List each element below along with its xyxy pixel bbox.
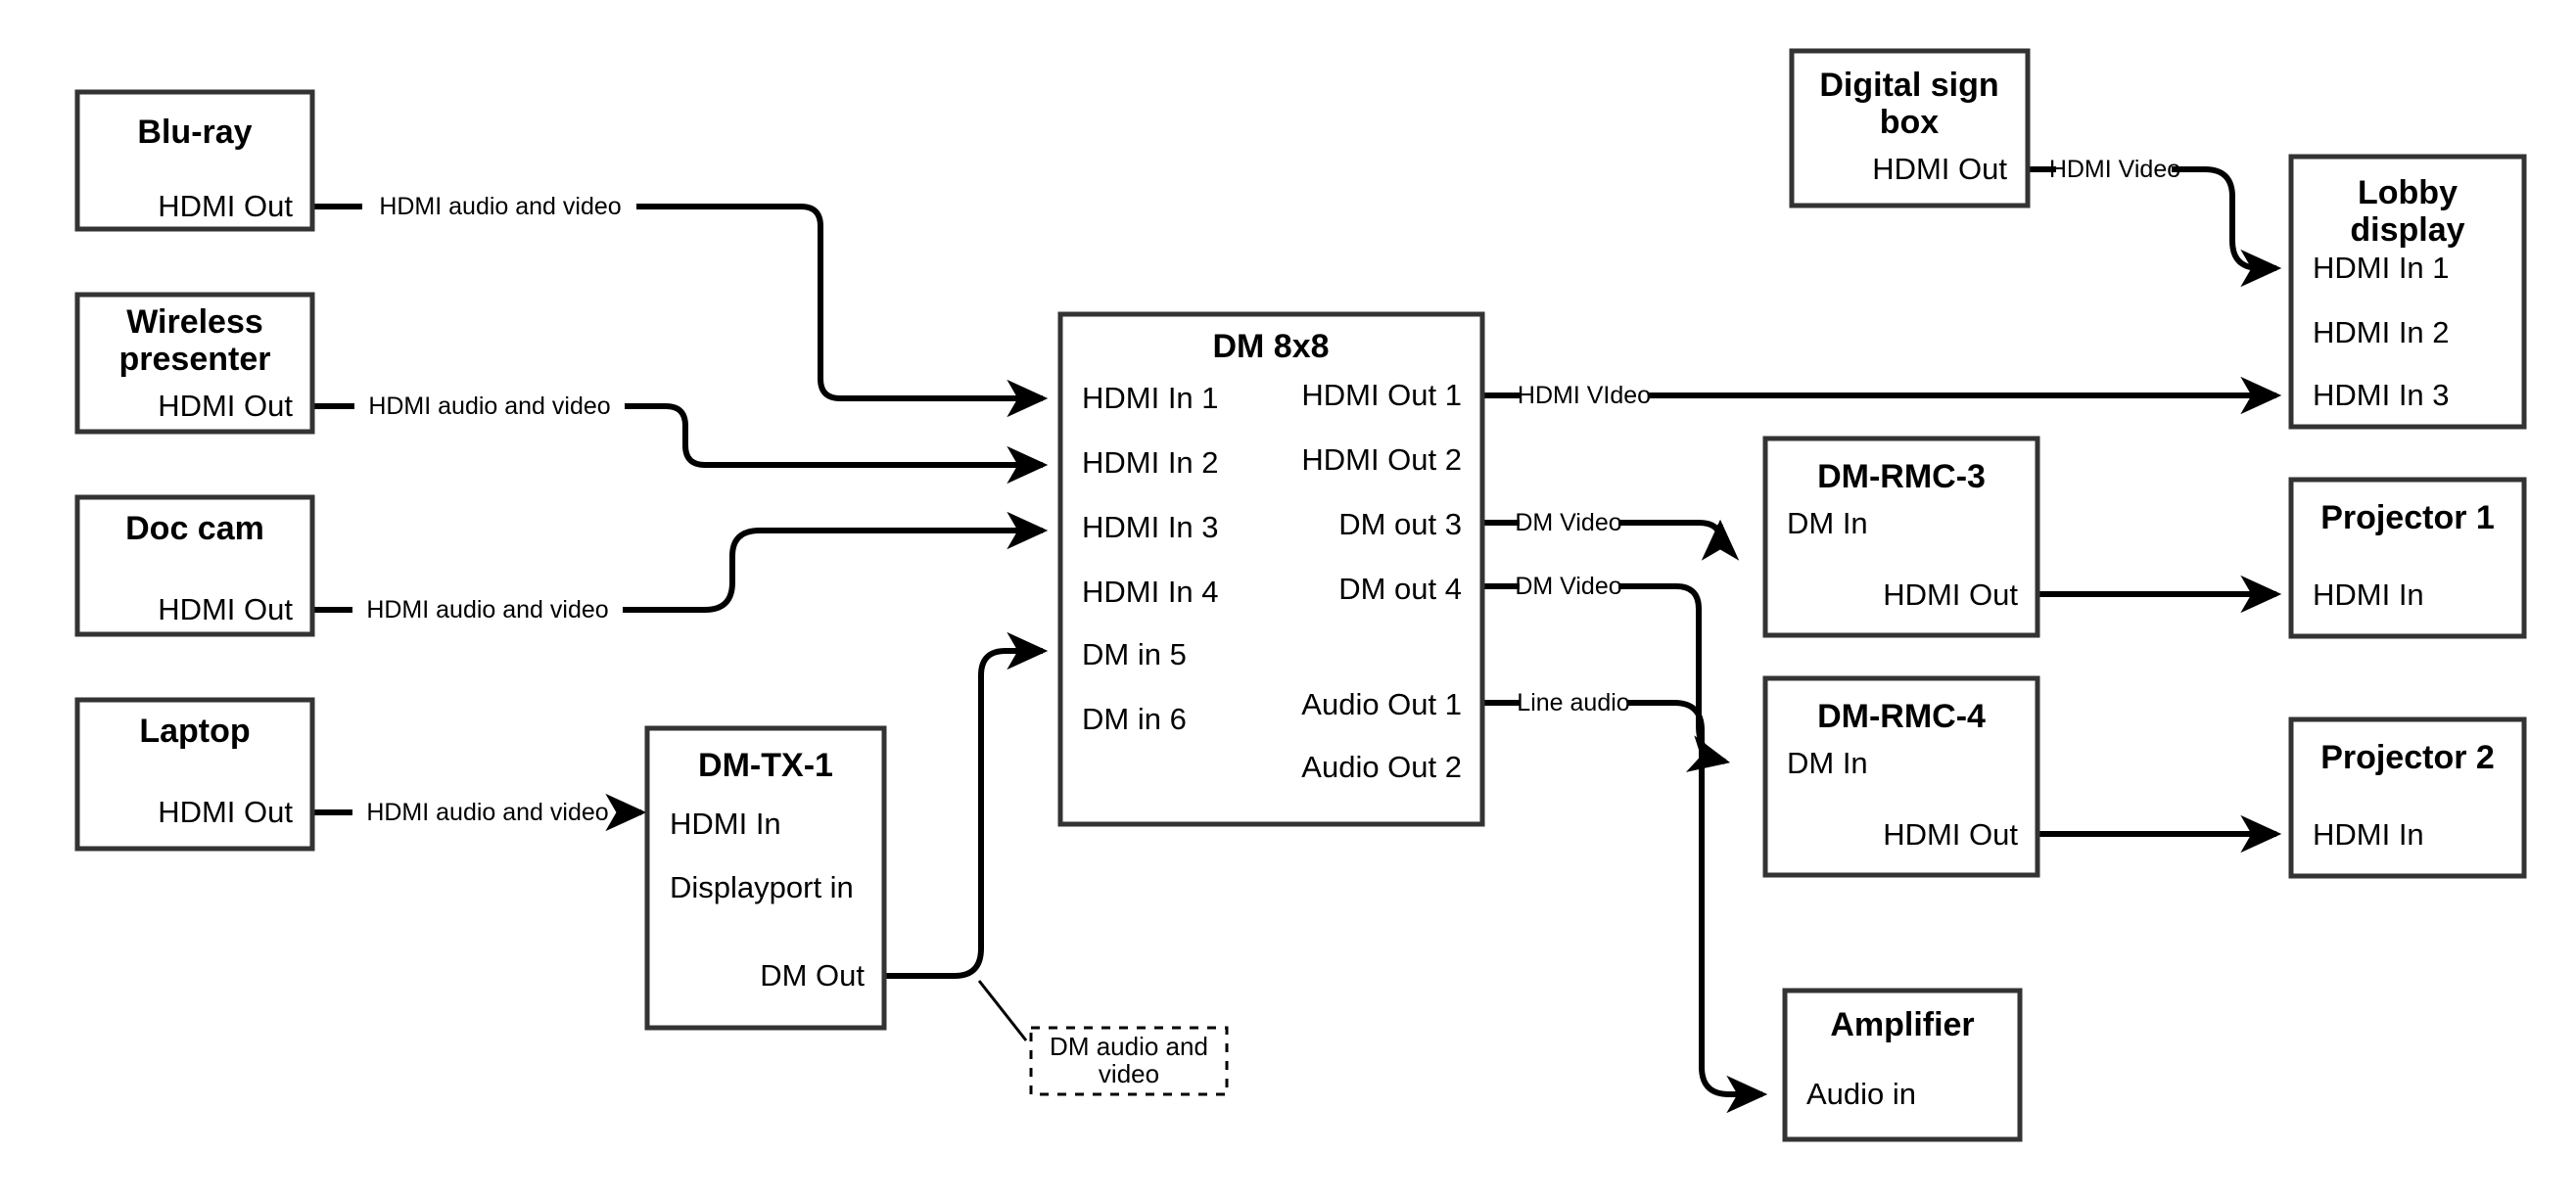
node-projector-2-box[interactable] bbox=[2288, 716, 2527, 879]
port-rmc3-hdmi-out: HDMI Out bbox=[1883, 577, 2018, 612]
edge-doccam-to-dm8x8: HDMI audio and video bbox=[313, 511, 1049, 624]
port-bluray-hdmi-out: HDMI Out bbox=[158, 189, 293, 223]
port-lobby-hdmi-in-1: HDMI In 1 bbox=[2313, 251, 2450, 285]
callout-line-1: DM audio and bbox=[1050, 1032, 1208, 1061]
node-dm-8x8-title: DM 8x8 bbox=[1212, 328, 1329, 365]
node-projector-1-title: Projector 1 bbox=[2320, 499, 2495, 536]
node-lobby-display-box[interactable] bbox=[2288, 154, 2527, 430]
edge-label-dm-video-out4: DM Video bbox=[1515, 573, 1621, 600]
edge-label-sign-hdmi-video: HDMI Video bbox=[2049, 156, 2180, 183]
node-laptop[interactable]: Laptop HDMI Out bbox=[74, 697, 315, 852]
port-dm8x8-dm-in-5: DM in 5 bbox=[1082, 637, 1187, 671]
port-dm8x8-hdmi-out-1: HDMI Out 1 bbox=[1301, 378, 1462, 412]
port-lobby-hdmi-in-3: HDMI In 3 bbox=[2313, 378, 2450, 412]
port-wireless-hdmi-out: HDMI Out bbox=[158, 389, 293, 423]
node-dm-tx-1-box[interactable] bbox=[644, 725, 887, 1031]
node-dm-rmc-3-box[interactable] bbox=[1762, 436, 2040, 638]
port-amplifier-audio-in: Audio in bbox=[1806, 1077, 1916, 1111]
node-digital-sign-box[interactable]: Digital sign box HDMI Out bbox=[1789, 48, 2031, 208]
port-dmtx1-dm-out: DM Out bbox=[760, 958, 865, 993]
node-lobby-display-title-line2: display bbox=[2350, 211, 2464, 249]
port-lobby-hdmi-in-2: HDMI In 2 bbox=[2313, 315, 2450, 349]
port-dm8x8-dm-out-3: DM out 3 bbox=[1338, 507, 1462, 541]
node-lobby-display-title-line1: Lobby bbox=[2358, 174, 2458, 211]
node-amplifier-box[interactable] bbox=[1782, 988, 2023, 1142]
edge-dm8x8-dmout4-to-rmc4: DM Video bbox=[1482, 573, 1731, 772]
port-rmc3-dm-in: DM In bbox=[1787, 506, 1868, 540]
node-projector-1-box[interactable] bbox=[2288, 477, 2527, 639]
edge-label-hdmi-video-out1: HDMI VIdeo bbox=[1518, 382, 1651, 409]
node-bluray-box[interactable] bbox=[74, 89, 315, 232]
edge-dm8x8-hdmiout1-to-lobby: HDMI VIdeo bbox=[1482, 376, 2282, 415]
node-doc-cam[interactable]: Doc cam HDMI Out bbox=[74, 494, 315, 637]
port-rmc4-hdmi-out: HDMI Out bbox=[1883, 817, 2018, 852]
port-dm8x8-hdmi-in-2: HDMI In 2 bbox=[1082, 445, 1219, 480]
port-dm8x8-hdmi-in-1: HDMI In 1 bbox=[1082, 381, 1219, 415]
edge-laptop-to-dmtx1: HDMI audio and video bbox=[313, 793, 647, 832]
edge-dm8x8-audioout1-to-amplifier: Line audio bbox=[1482, 689, 1768, 1114]
edge-dm8x8-dmout3-to-rmc3: DM Video bbox=[1482, 509, 1740, 561]
edge-wireless-to-dm8x8: HDMI audio and video bbox=[313, 393, 1049, 485]
port-dm8x8-dm-out-4: DM out 4 bbox=[1338, 572, 1462, 606]
port-dm8x8-audio-out-1: Audio Out 1 bbox=[1301, 687, 1462, 721]
node-doc-cam-title: Doc cam bbox=[125, 510, 264, 547]
edge-label-dm-video-out3: DM Video bbox=[1515, 509, 1621, 536]
node-dm-tx-1[interactable]: DM-TX-1 HDMI In Displayport in DM Out bbox=[644, 725, 887, 1031]
node-dm-rmc-3[interactable]: DM-RMC-3 DM In HDMI Out bbox=[1762, 436, 2040, 638]
node-wireless-presenter-title-line1: Wireless bbox=[126, 303, 263, 341]
port-laptop-hdmi-out: HDMI Out bbox=[158, 795, 293, 829]
node-dm-rmc-3-title: DM-RMC-3 bbox=[1817, 458, 1986, 495]
node-dm-8x8-box[interactable] bbox=[1057, 311, 1485, 827]
port-dm8x8-hdmi-out-2: HDMI Out 2 bbox=[1301, 442, 1462, 477]
edge-label-laptop: HDMI audio and video bbox=[366, 799, 608, 826]
port-projector1-hdmi-in: HDMI In bbox=[2313, 577, 2424, 612]
node-amplifier-title: Amplifier bbox=[1830, 1006, 1974, 1043]
edge-dmtx1-to-dm8x8 bbox=[884, 631, 1049, 979]
node-laptop-title: Laptop bbox=[139, 713, 250, 750]
node-laptop-box[interactable] bbox=[74, 697, 315, 852]
node-projector-2-title: Projector 2 bbox=[2320, 739, 2495, 776]
edge-digitalsign-to-lobby: HDMI Video bbox=[2028, 156, 2282, 288]
port-dm8x8-dm-in-6: DM in 6 bbox=[1082, 702, 1187, 736]
callout-dm-audio-video: DM audio and video bbox=[977, 980, 1229, 1096]
edge-label-wireless: HDMI audio and video bbox=[368, 393, 610, 420]
node-bluray[interactable]: Blu-ray HDMI Out bbox=[74, 89, 315, 232]
edge-bluray-to-dm8x8: HDMI audio and video bbox=[313, 193, 1049, 418]
node-doc-cam-box[interactable] bbox=[74, 494, 315, 637]
edge-label-doccam: HDMI audio and video bbox=[366, 596, 608, 624]
node-digital-sign-box-box[interactable] bbox=[1789, 48, 2031, 208]
callout-box-outline bbox=[1029, 1026, 1229, 1096]
port-digitalsign-hdmi-out: HDMI Out bbox=[1872, 152, 2007, 186]
node-dm-rmc-4-title: DM-RMC-4 bbox=[1817, 698, 1986, 735]
node-amplifier[interactable]: Amplifier Audio in bbox=[1782, 988, 2023, 1142]
node-dm-rmc-4-box[interactable] bbox=[1762, 675, 2040, 878]
node-digital-sign-title-line2: box bbox=[1880, 104, 1940, 141]
node-lobby-display[interactable]: Lobby display HDMI In 1 HDMI In 2 HDMI I… bbox=[2288, 154, 2527, 430]
node-wireless-presenter[interactable]: Wireless presenter HDMI Out bbox=[74, 292, 315, 435]
port-rmc4-dm-in: DM In bbox=[1787, 746, 1868, 780]
port-dm8x8-audio-out-2: Audio Out 2 bbox=[1301, 750, 1462, 784]
edge-label-line-audio: Line audio bbox=[1517, 689, 1629, 716]
port-dm8x8-hdmi-in-3: HDMI In 3 bbox=[1082, 510, 1219, 544]
node-projector-2[interactable]: Projector 2 HDMI In bbox=[2288, 716, 2527, 879]
port-dmtx1-displayport-in: Displayport in bbox=[670, 870, 854, 904]
port-dm8x8-hdmi-in-4: HDMI In 4 bbox=[1082, 575, 1219, 609]
edge-label-bluray: HDMI audio and video bbox=[379, 193, 621, 220]
node-dm-tx-1-title: DM-TX-1 bbox=[698, 747, 833, 784]
node-wireless-presenter-box[interactable] bbox=[74, 292, 315, 435]
port-doccam-hdmi-out: HDMI Out bbox=[158, 592, 293, 626]
node-digital-sign-title-line1: Digital sign bbox=[1819, 67, 1998, 104]
node-wireless-presenter-title-line2: presenter bbox=[119, 341, 271, 378]
node-dm-rmc-4[interactable]: DM-RMC-4 DM In HDMI Out bbox=[1762, 675, 2040, 878]
callout-line-2: video bbox=[1099, 1059, 1159, 1088]
port-projector2-hdmi-in: HDMI In bbox=[2313, 817, 2424, 852]
node-bluray-title: Blu-ray bbox=[137, 114, 252, 151]
node-projector-1[interactable]: Projector 1 HDMI In bbox=[2288, 477, 2527, 639]
port-dmtx1-hdmi-in: HDMI In bbox=[670, 807, 781, 841]
node-dm-8x8[interactable]: DM 8x8 HDMI In 1 HDMI In 2 HDMI In 3 HDM… bbox=[1057, 311, 1485, 827]
